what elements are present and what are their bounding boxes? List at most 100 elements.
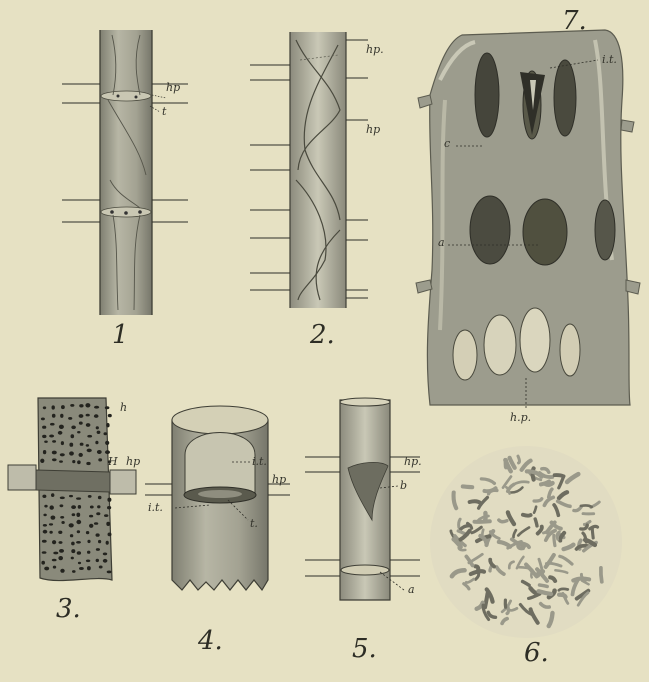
pit-mark — [87, 435, 92, 438]
pit-mark — [94, 522, 98, 525]
pit-mark — [79, 404, 83, 407]
fibre-mark — [475, 521, 490, 522]
pit-mark — [103, 559, 108, 563]
pit-mark — [86, 414, 90, 417]
pit-mark — [53, 566, 56, 569]
fibre-mark — [581, 505, 592, 506]
pit-mark — [61, 441, 64, 445]
pit-mark — [42, 426, 46, 429]
fibre-mark — [523, 515, 531, 516]
pit-mark — [105, 441, 109, 445]
pit-mark — [69, 495, 73, 497]
pit-mark — [98, 496, 102, 500]
pit-mark — [96, 512, 100, 515]
pit-mark — [86, 560, 90, 563]
pit-mark — [44, 567, 49, 571]
pit-mark — [86, 531, 89, 534]
pit-mark — [42, 540, 47, 543]
fig7-label-c: c — [444, 138, 450, 149]
pit-mark — [69, 523, 74, 527]
pit-mark — [76, 541, 81, 544]
pit-mark — [51, 493, 54, 497]
pit-mark — [41, 561, 45, 565]
pit-mark — [85, 403, 90, 407]
figure-2-vessel — [250, 32, 368, 308]
pit-mark — [52, 414, 56, 418]
pit-mark — [97, 450, 102, 454]
fibre-mark — [554, 535, 555, 545]
pit-mark — [105, 450, 110, 454]
fig2-label-hp-top: hp. — [366, 44, 384, 55]
pit-mark — [98, 458, 102, 461]
pit-mark — [43, 514, 46, 517]
fig1-label-hp: hp — [166, 82, 180, 93]
pit-mark — [69, 443, 73, 447]
pit-mark — [44, 505, 47, 508]
figure-3-pitted-vessel — [8, 398, 136, 581]
pit-mark — [52, 540, 56, 544]
pit-mark — [71, 549, 75, 553]
pit-mark — [77, 431, 80, 433]
fibre-mark — [559, 589, 568, 590]
pit-mark — [50, 423, 55, 426]
fibre-mark — [592, 528, 593, 538]
fig2-label-hp-mid: hp — [366, 124, 380, 135]
fibre-mark — [470, 501, 481, 503]
pit-mark — [106, 423, 109, 427]
pit-mark — [96, 426, 99, 429]
pit-mark — [52, 440, 56, 443]
pit-mark — [43, 530, 48, 534]
fig3-label-hp: hp — [126, 456, 140, 467]
pit-mark — [40, 459, 44, 463]
fig7-label-it: i.t. — [602, 54, 617, 65]
pit-mark — [72, 513, 76, 516]
pit-mark — [103, 553, 107, 556]
fig5-number: 5. — [352, 636, 377, 662]
fig3-label-H: H — [108, 456, 118, 467]
pit-mark — [60, 497, 65, 500]
pit-mark — [89, 524, 93, 528]
fig2-number: 2. — [310, 322, 335, 348]
pit-mark — [97, 505, 100, 508]
pit-mark — [87, 551, 90, 554]
pit-mark — [78, 505, 81, 509]
pit-mark — [53, 552, 58, 555]
pit-mark — [87, 566, 91, 570]
fig7-number: 7. — [562, 8, 587, 34]
fig7-label-hp: h.p. — [510, 412, 531, 423]
fig5-label-b: b — [400, 480, 407, 491]
pit-mark — [61, 521, 64, 524]
pit-mark — [60, 453, 65, 456]
pit-mark — [59, 460, 63, 462]
pit-mark — [107, 571, 112, 574]
pit-mark — [104, 432, 108, 435]
pit-mark — [106, 522, 110, 526]
pit-mark — [76, 513, 80, 517]
pit-mark — [52, 559, 57, 562]
pit-mark — [79, 422, 83, 425]
pit-mark — [58, 556, 63, 560]
pit-mark — [59, 549, 64, 553]
figure-4-vessel-section — [145, 406, 290, 590]
pit-mark — [77, 460, 81, 464]
pit-mark — [72, 460, 75, 463]
fibre-mark — [499, 520, 507, 522]
pit-mark — [43, 450, 46, 454]
fig1-label-t: t — [162, 106, 166, 117]
pit-mark — [52, 451, 57, 455]
fibre-mark — [540, 585, 548, 587]
pit-mark — [108, 414, 112, 417]
fig3-number: 3. — [56, 596, 81, 622]
pit-mark — [71, 542, 75, 546]
pit-mark — [99, 566, 103, 569]
pit-mark — [76, 497, 81, 499]
pit-mark — [104, 514, 108, 517]
figure-6-cross-section — [430, 446, 622, 638]
pit-mark — [71, 557, 74, 560]
pit-mark — [42, 551, 47, 554]
pit-mark — [50, 505, 54, 509]
figure-7-network — [416, 30, 640, 408]
pit-mark — [86, 423, 91, 427]
pit-mark — [68, 417, 72, 420]
fig3-label-h: h — [120, 402, 127, 413]
